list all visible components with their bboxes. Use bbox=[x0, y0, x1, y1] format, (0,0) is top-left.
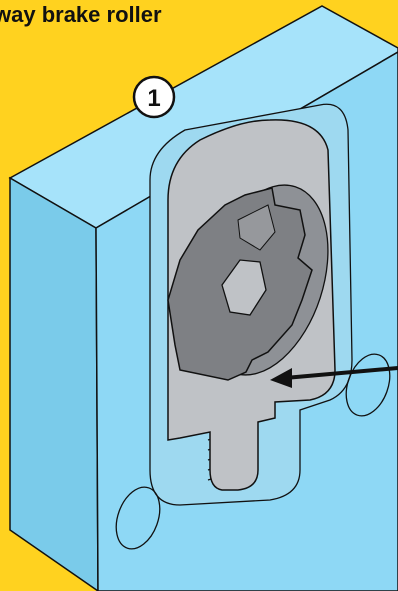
step-number: 1 bbox=[147, 85, 160, 112]
block-side-face bbox=[10, 178, 98, 591]
